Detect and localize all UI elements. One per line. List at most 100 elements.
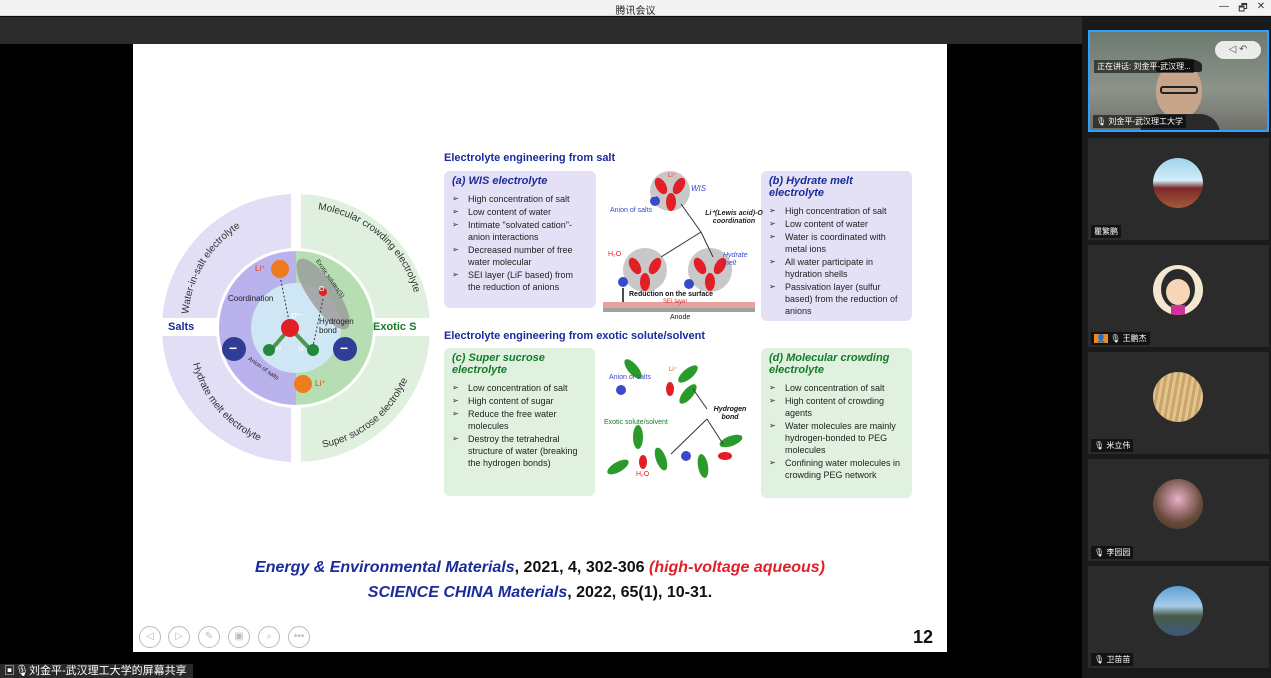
fig2-water-1 [666,382,674,396]
fig2-solute-2 [678,365,698,383]
box-b-title: (b) Hydrate melt electrolyte [769,175,853,199]
sei-layer [603,302,755,308]
avatar [1153,158,1203,208]
box-b-item: High concentration of salt [769,205,904,217]
hydrate-water-2 [713,257,727,275]
participant-tile[interactable]: 瞿繁鹏 [1088,138,1269,240]
close-button[interactable]: ✕ [1256,1,1266,12]
box-a-item: Intimate "solvated cation"-anion interac… [452,219,588,243]
box-wis-electrolyte: (a) WIS electrolyte High concentration o… [444,171,596,308]
box-d-title: (d) Molecular crowding electrolyte [769,352,890,376]
h2o-water-3 [640,273,650,291]
label-exotic: Exotic S [373,321,417,333]
fig1-sei: SEI layer [663,299,688,305]
slides-icon[interactable]: ▣ [228,626,250,648]
box-a-item: SEI layer (LiF based) from the reduction… [452,269,588,293]
ref1-journal: Energy & Environmental Materials [255,559,515,576]
screen-share-icon: ▣🎙 [4,665,29,677]
hydrogen-left [263,344,275,356]
fig1-minus: − [652,194,657,201]
anode-bar [603,308,755,312]
box-hydrate-melt: (b) Hydrate melt electrolyte High concen… [761,171,912,321]
box-a-item: Low content of water [452,206,588,218]
li-ion-bottom [294,375,312,393]
next-slide-icon[interactable]: ▷ [168,626,190,648]
box-b-item: All water participate in hydration shell… [769,256,904,280]
restore-button[interactable]: 🗗 [1238,3,1248,14]
fig2-arrow-3 [670,418,708,455]
box-c-item: High content of sugar [452,395,587,407]
ref2-journal: SCIENCE CHINA Materials [367,584,568,601]
label-hydrogen-bond: Hydrogen bond [319,317,354,335]
bottom-bar [0,660,1082,678]
reference-1: Energy & Environmental Materials, 2021, … [133,559,947,577]
wis-water-2 [672,177,686,195]
audio-icon[interactable]: ◁ [1228,44,1240,55]
participant-tile[interactable]: 🎙 米立伟 [1088,352,1269,454]
more-icon[interactable]: ••• [288,626,310,648]
fig2-solute-4 [633,425,643,449]
box-c-item: Reduce the free water molecules [452,408,587,432]
box-d-item: Water molecules are mainly hydrogen-bond… [769,420,904,456]
participant-name: 瞿繁鹏 [1091,225,1121,238]
window-title: 腾讯会议 [615,6,656,17]
fig1-anode: Anode [670,314,691,321]
box-b-item: Passivation layer (sulfur based) from th… [769,281,904,317]
participant-tile-speaker[interactable]: 正在讲话: 刘金平-武汉理... 🎙 刘金平-武汉理工大学 [1088,30,1269,132]
reference-2: SCIENCE CHINA Materials, 2022, 65(1), 10… [133,584,947,602]
hydrogen-bond-line [312,298,324,347]
label-h-right: H [298,346,304,353]
anion-left [222,337,246,361]
share-label-text: 刘金平-武汉理工大学的屏幕共享 [28,665,187,677]
reply-icon[interactable]: ↶ [1239,44,1248,55]
speaker-glasses [1160,86,1198,94]
fig2-anion: Anion of salts [609,374,652,381]
zoom-icon[interactable]: ⌕ [258,626,280,648]
fig1-reduction: Reduction on the surface [629,291,714,298]
box-a-item: Decreased number of free water molecular [452,244,588,268]
box-b-item: Low content of water [769,218,904,230]
box-d-item: High content of crowding agents [769,395,904,419]
mic-icon: 🎙 [1094,548,1107,557]
h2o-anion [618,277,628,287]
label-salts: Salts [168,321,195,333]
exotic-o-atom [319,288,327,296]
page-number: 12 [913,627,934,647]
pen-icon[interactable]: ✎ [198,626,220,648]
fig1-h2o: H₂O [608,251,622,258]
fig2-arrow-1 [692,388,708,410]
fig2-solute-7 [719,434,743,448]
fig2-solute-1 [624,359,642,379]
shared-slide: Water-in-salt electrolyte Molecular crow… [133,44,947,652]
ref2-details: , 2022, 65(1), 10-31. [567,584,713,601]
section-title-salt: Electrolyte engineering from salt [444,152,616,164]
label-exotic-o: O [319,286,325,293]
hydrate-water-1 [693,257,707,275]
fig2-h2o: H₂O [636,471,650,478]
tile-controls[interactable]: ◁ ↶ [1215,41,1261,59]
hydrate-water-3 [705,273,715,291]
mic-icon: 🎙 [1094,655,1107,664]
box-b-item: Water is coordinated with metal ions [769,231,904,255]
fig1-wis: WIS [691,184,707,193]
fig2-anion-2 [681,451,691,461]
label-h-left: H [276,346,282,353]
video-feed [1090,32,1267,130]
avatar [1153,372,1203,422]
prev-slide-icon[interactable]: ◁ [139,626,161,648]
anion-left-minus: − [229,340,238,356]
fig2-water-3 [718,452,732,460]
title-bar: 腾讯会议 — 🗗 ✕ [0,0,1271,17]
fig2-solute-8 [697,454,709,478]
participant-tile[interactable]: 👤 🎙 王鹏杰 [1088,245,1269,347]
participant-tile[interactable]: 🎙 李园园 [1088,459,1269,561]
minimize-button[interactable]: — [1219,1,1229,12]
fig2-li: Li⁺ [669,367,677,373]
speaking-indicator: 正在讲话: 刘金平-武汉理... [1094,60,1194,73]
fig1-li: Li⁺ [668,173,676,179]
participant-tile[interactable]: 🎙 卫苗苗 [1088,566,1269,668]
h2o-water-2 [648,257,662,275]
arrow-coord-3 [700,231,714,258]
anion-right-minus: − [340,340,349,356]
fig2-anion-1 [616,385,626,395]
